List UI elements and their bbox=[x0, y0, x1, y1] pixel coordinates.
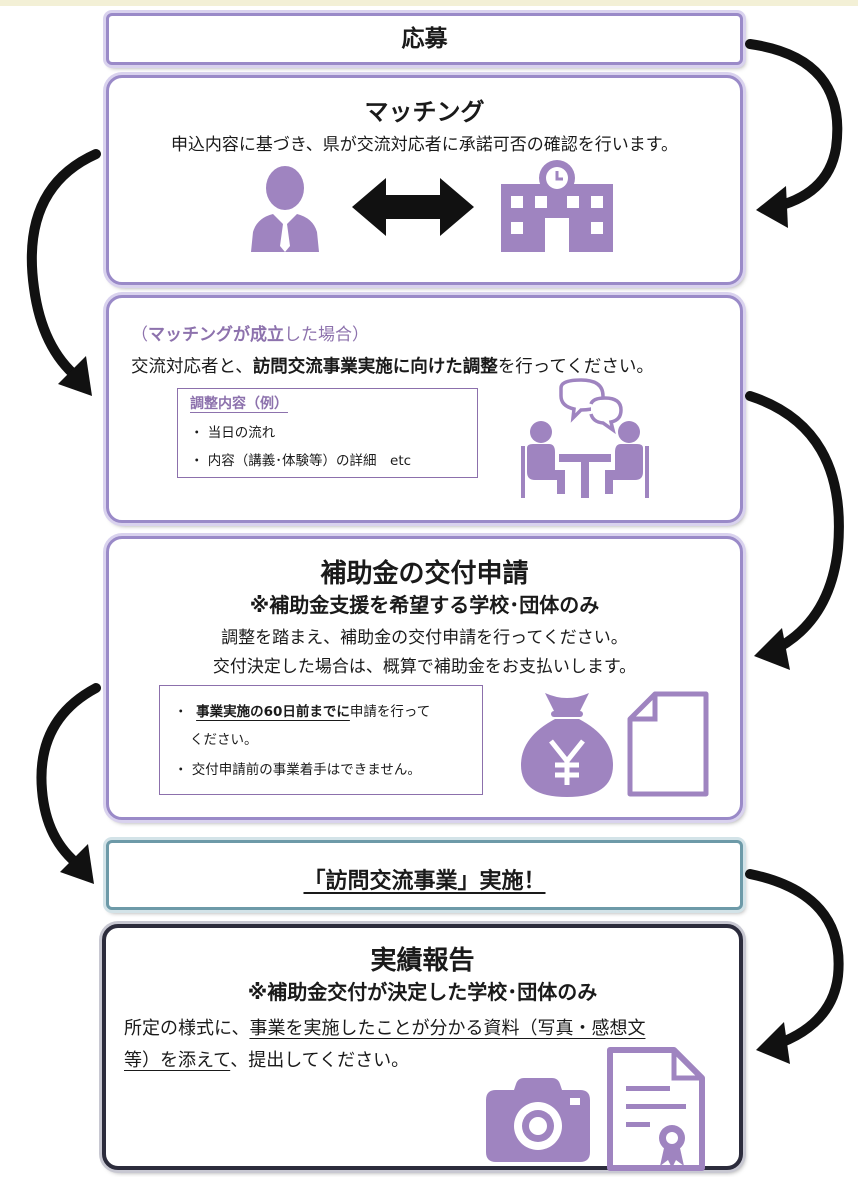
step-report-desc-line-1: 所定の様式に、事業を実施したことが分かる資料（写真・感想文 bbox=[124, 1014, 645, 1040]
step-report-title: 実績報告 bbox=[370, 946, 475, 976]
subsidy-note-item-2: ・ 交付申請前の事業着手はできません。 bbox=[174, 762, 421, 778]
meeting-icon bbox=[521, 378, 649, 498]
adjust-note-title: 調整内容（例） bbox=[190, 396, 288, 412]
flow-arrow-apply-to-matching bbox=[745, 39, 843, 228]
person-icon bbox=[251, 166, 319, 252]
double-arrow-icon bbox=[352, 178, 474, 236]
camera-icon bbox=[486, 1078, 590, 1162]
step-implement-title-wrap: 「訪問交流事業」実施！ bbox=[109, 843, 740, 895]
adjust-note-box: 調整内容（例） ・ 当日の流れ ・ 内容（講義･体験等）の詳細 etc bbox=[177, 388, 478, 478]
adjust-desc-bold: 訪問交流事業実施に向けた調整 bbox=[252, 357, 498, 377]
step-report-box: 実績報告 ※補助金交付が決定した学校･団体のみ 所定の様式に、事業を実施したこと… bbox=[102, 924, 743, 1171]
report-desc-underline-2: 等）を添えて bbox=[124, 1050, 231, 1071]
step-implement-title: 「訪問交流事業」実施！ bbox=[303, 869, 546, 894]
certificate-icon bbox=[607, 1047, 705, 1171]
step-subsidy-subtitle: ※補助金支援を希望する学校･団体のみ bbox=[249, 593, 600, 617]
flow-arrow-matching-to-adjust bbox=[26, 149, 101, 396]
step-adjust-condition: （マッチングが成立した場合） bbox=[131, 320, 369, 345]
step-subsidy-title: 補助金の交付申請 bbox=[320, 559, 529, 589]
step-adjust-desc: 交流対応者と、訪問交流事業実施に向けた調整を行ってください。 bbox=[131, 353, 654, 378]
step-apply-title: 応募 bbox=[401, 26, 448, 52]
report-desc-underline-1: 事業を実施したことが分かる資料（写真・感想文 bbox=[249, 1018, 646, 1039]
step-matching-title: マッチング bbox=[364, 98, 485, 126]
step-apply-box: 応募 bbox=[106, 13, 743, 65]
report-desc-pre: 所定の様式に、 bbox=[124, 1018, 250, 1039]
flow-arrow-subsidy-to-implement bbox=[36, 683, 101, 884]
step-report-desc-line-2: 等）を添えて、提出してください。 bbox=[124, 1046, 409, 1072]
subsidy-note-bullet: ・ bbox=[174, 704, 188, 720]
school-building-icon bbox=[501, 160, 613, 252]
adjust-desc-pre: 交流対応者と、 bbox=[131, 357, 253, 377]
report-desc-post: 、提出してください。 bbox=[230, 1050, 410, 1071]
step-adjust-box: （マッチングが成立した場合） 交流対応者と、訪問交流事業実施に向けた調整を行って… bbox=[106, 295, 743, 523]
subsidy-note-box: ・ 事業実施の60日前までに申請を行って ください。 ・ 交付申請前の事業着手は… bbox=[159, 685, 483, 795]
step-implement-box: 「訪問交流事業」実施！ bbox=[106, 840, 743, 910]
step-subsidy-desc-2: 交付決定した場合は、概算で補助金をお支払いします。 bbox=[212, 657, 637, 677]
step-matching-desc: 申込内容に基づき、県が交流対応者に承諾可否の確認を行います。 bbox=[170, 135, 679, 155]
step-matching-box: マッチング 申込内容に基づき、県が交流対応者に承諾可否の確認を行います。 bbox=[106, 75, 743, 285]
flow-arrow-adjust-to-subsidy bbox=[745, 391, 844, 670]
top-band bbox=[0, 0, 858, 6]
condition-rest: した場合） bbox=[284, 325, 369, 345]
subsidy-note-item-1-rest: 申請を行って bbox=[349, 704, 431, 720]
subsidy-note-item-1: ・ 事業実施の60日前までに申請を行って bbox=[174, 700, 430, 720]
subsidy-note-item-1-cont: ください。 bbox=[190, 732, 258, 748]
condition-bold: マッチングが成立 bbox=[148, 325, 284, 345]
flow-arrow-implement-to-report bbox=[745, 869, 844, 1064]
adjust-note-item-2: ・ 内容（講義･体験等）の詳細 etc bbox=[190, 453, 412, 469]
adjust-note-item-1: ・ 当日の流れ bbox=[190, 425, 276, 441]
step-subsidy-desc-1: 調整を踏まえ、補助金の交付申請を行ってください。 bbox=[221, 628, 628, 648]
step-subsidy-box: 補助金の交付申請 ※補助金支援を希望する学校･団体のみ 調整を踏まえ、補助金の交… bbox=[106, 536, 743, 820]
condition-open: （ bbox=[131, 325, 148, 345]
document-icon bbox=[627, 691, 709, 797]
money-bag-icon bbox=[521, 693, 613, 797]
adjust-desc-post: を行ってください。 bbox=[497, 357, 654, 377]
step-report-subtitle: ※補助金交付が決定した学校･団体のみ bbox=[247, 980, 598, 1004]
subsidy-note-item-1-bold: 事業実施の60日前までに bbox=[196, 704, 350, 720]
